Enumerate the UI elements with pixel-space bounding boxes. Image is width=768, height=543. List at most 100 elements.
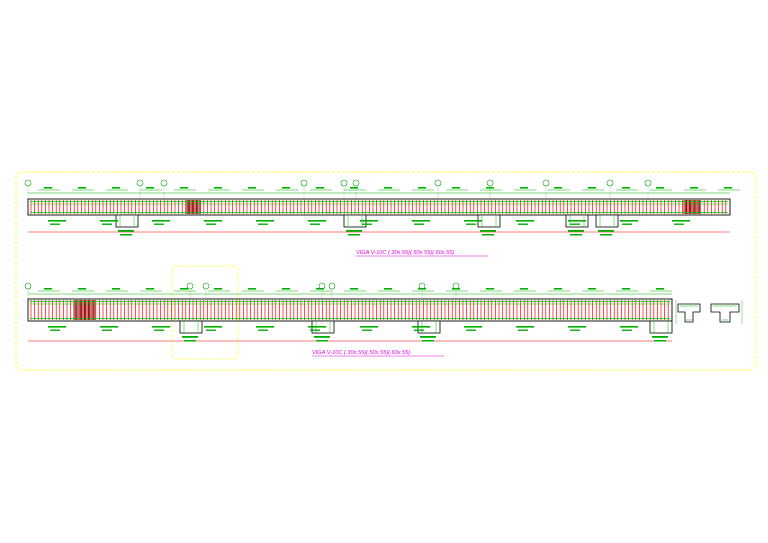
bar-label-mark <box>360 326 378 328</box>
bar-label-mark <box>50 223 60 225</box>
bar-label-mark <box>360 220 378 222</box>
support-label-mark <box>652 336 668 338</box>
beam-title-lower: VIGA V-10C (.30x.55)(.50x.55)(.60x.55) <box>312 350 410 356</box>
bar-label-mark <box>206 329 216 331</box>
dimension-text-mark <box>622 288 630 290</box>
dimension-text-mark <box>316 288 324 290</box>
dimension-text-mark <box>180 288 188 290</box>
bar-label-mark <box>362 329 372 331</box>
bar-label-mark <box>622 223 632 225</box>
bar-label-mark <box>256 220 274 222</box>
bar-label-mark <box>622 329 632 331</box>
support-label-mark <box>570 234 582 236</box>
dimension-text-mark <box>554 288 562 290</box>
circle-bubble-icon <box>434 179 442 187</box>
support-label-mark <box>182 336 198 338</box>
support-label-mark <box>346 230 362 232</box>
support-label-mark <box>600 234 612 236</box>
dimension-text-mark <box>44 288 52 290</box>
drawing-frame <box>15 171 757 371</box>
bar-label-mark <box>414 223 424 225</box>
circle-bubble-icon <box>186 282 194 290</box>
bar-label-mark <box>570 223 580 225</box>
dimension-text-mark <box>690 187 698 189</box>
circle-bubble-icon <box>160 179 168 187</box>
bar-label-mark <box>466 329 476 331</box>
detail-frame <box>171 265 239 360</box>
dimension-text-mark <box>486 187 494 189</box>
dimension-text-mark <box>180 187 188 189</box>
dimension-text-mark <box>554 187 562 189</box>
t-section-icon <box>675 300 701 324</box>
bar-label-mark <box>568 220 586 222</box>
bar-label-mark <box>466 223 476 225</box>
bar-label-mark <box>674 223 684 225</box>
bar-label-mark <box>308 220 326 222</box>
circle-bubble-icon <box>24 282 32 290</box>
bar-label-mark <box>256 326 274 328</box>
support-label-mark <box>184 340 196 342</box>
column-support <box>115 214 139 228</box>
bar-label-mark <box>204 326 222 328</box>
support-label-mark <box>348 234 360 236</box>
bar-label-mark <box>100 326 118 328</box>
dimension-text-mark <box>78 288 86 290</box>
bar-label-mark <box>464 326 482 328</box>
dimension-text-mark <box>146 187 154 189</box>
dimension-text-mark <box>588 187 596 189</box>
bar-label-mark <box>102 223 112 225</box>
column-support <box>179 320 203 334</box>
bar-label-mark <box>258 223 268 225</box>
dimension-text-mark <box>316 187 324 189</box>
dimension-text-mark <box>112 288 120 290</box>
bar-label-mark <box>154 329 164 331</box>
circle-bubble-icon <box>136 179 144 187</box>
dimension-text-mark <box>622 187 630 189</box>
support-label-mark <box>654 340 666 342</box>
circle-bubble-icon <box>300 179 308 187</box>
dimension-text-mark <box>214 288 222 290</box>
dimension-text-mark <box>384 288 392 290</box>
circle-bubble-icon <box>202 282 210 290</box>
bar-label-mark <box>518 329 528 331</box>
circle-bubble-icon <box>24 179 32 187</box>
support-label-mark <box>118 230 134 232</box>
support-label-mark <box>316 340 328 342</box>
bar-label-mark <box>620 220 638 222</box>
t-section-icon <box>710 300 743 324</box>
beam-title-upper: VIGA V-10C (.30x.55)(.50x.55)(.60x.55) <box>356 250 454 256</box>
column-support <box>649 320 673 334</box>
bar-label-mark <box>516 326 534 328</box>
dimension-text-mark <box>418 187 426 189</box>
dimension-text-mark <box>588 288 596 290</box>
bar-label-mark <box>516 220 534 222</box>
column-support <box>595 214 619 228</box>
bar-label-mark <box>48 326 66 328</box>
support-label-mark <box>422 340 434 342</box>
bar-label-mark <box>414 329 424 331</box>
dimension-text-mark <box>44 187 52 189</box>
beam-outline <box>27 198 731 216</box>
bar-label-mark <box>48 220 66 222</box>
dimension-text-mark <box>112 187 120 189</box>
beam-outline <box>27 298 673 322</box>
dimension-text-mark <box>656 288 664 290</box>
bar-label-mark <box>672 220 690 222</box>
bar-label-mark <box>100 220 118 222</box>
dimension-text-mark <box>282 288 290 290</box>
support-label-mark <box>598 230 614 232</box>
bar-label-mark <box>570 329 580 331</box>
circle-bubble-icon <box>328 282 336 290</box>
circle-bubble-icon <box>352 179 360 187</box>
bar-label-mark <box>620 326 638 328</box>
dimension-text-mark <box>520 187 528 189</box>
beam-elevation-upper <box>24 179 740 236</box>
dimension-text-mark <box>724 187 732 189</box>
dimension-text-mark <box>520 288 528 290</box>
bar-label-mark <box>362 223 372 225</box>
bar-label-mark <box>464 220 482 222</box>
bar-label-mark <box>568 326 586 328</box>
dimension-text-mark <box>146 288 154 290</box>
dimension-text-mark <box>656 187 664 189</box>
